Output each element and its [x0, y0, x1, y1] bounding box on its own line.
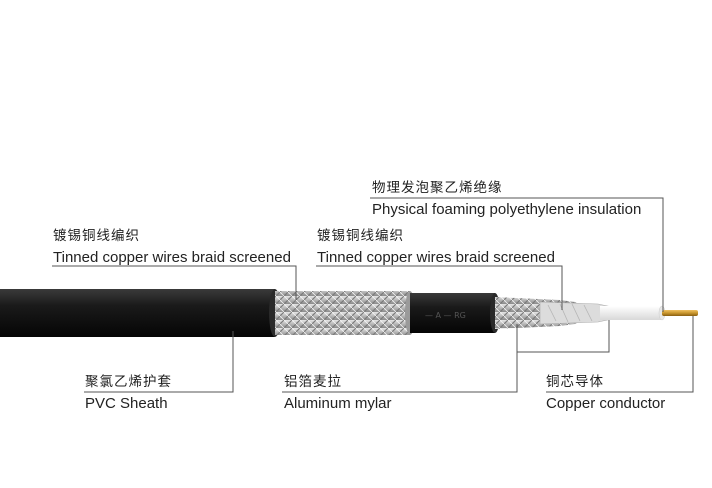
- label-sheath: 聚氯乙烯护套 PVC Sheath: [85, 374, 172, 412]
- label-braid-inner-en: Tinned copper wires braid screened: [317, 249, 555, 266]
- leader-braid-outer: [52, 265, 297, 300]
- label-conductor-cn: 铜芯导体: [546, 374, 604, 390]
- leader-braid-inner: [316, 265, 563, 310]
- label-insulation: 物理发泡聚乙烯绝缘 Physical foaming polyethylene …: [372, 180, 641, 218]
- label-braid-outer-cn: 镀锡铜线编织: [53, 228, 140, 244]
- label-conductor: 铜芯导体 Copper conductor: [546, 374, 665, 412]
- label-sheath-cn: 聚氯乙烯护套: [85, 374, 172, 390]
- label-insulation-en: Physical foaming polyethylene insulation: [372, 201, 642, 218]
- label-braid-outer-en: Tinned copper wires braid screened: [53, 249, 291, 266]
- label-mylar: 铝箔麦拉 Aluminum mylar: [284, 374, 392, 412]
- leader-mylar-tick: [517, 320, 610, 353]
- label-mylar-cn: 铝箔麦拉: [284, 374, 342, 390]
- leader-conductor: [546, 316, 694, 393]
- copper-conductor: [662, 310, 698, 316]
- leader-mylar: [282, 324, 518, 393]
- aluminum-foil-layer: [539, 301, 613, 325]
- label-braid-inner: 镀锡铜线编织 Tinned copper wires braid screene…: [317, 228, 555, 266]
- leader-insulation: [370, 197, 664, 312]
- label-braid-inner-cn: 镀锡铜线编织: [317, 228, 404, 244]
- leader-sheath: [84, 331, 234, 393]
- label-braid-outer: 镀锡铜线编织 Tinned copper wires braid screene…: [53, 228, 291, 266]
- label-insulation-cn: 物理发泡聚乙烯绝缘: [372, 180, 503, 196]
- label-conductor-en: Copper conductor: [546, 395, 666, 412]
- svg-text:— A — RG: — A — RG: [425, 311, 466, 320]
- label-mylar-en: Aluminum mylar: [284, 395, 392, 412]
- label-sheath-en: PVC Sheath: [85, 395, 168, 412]
